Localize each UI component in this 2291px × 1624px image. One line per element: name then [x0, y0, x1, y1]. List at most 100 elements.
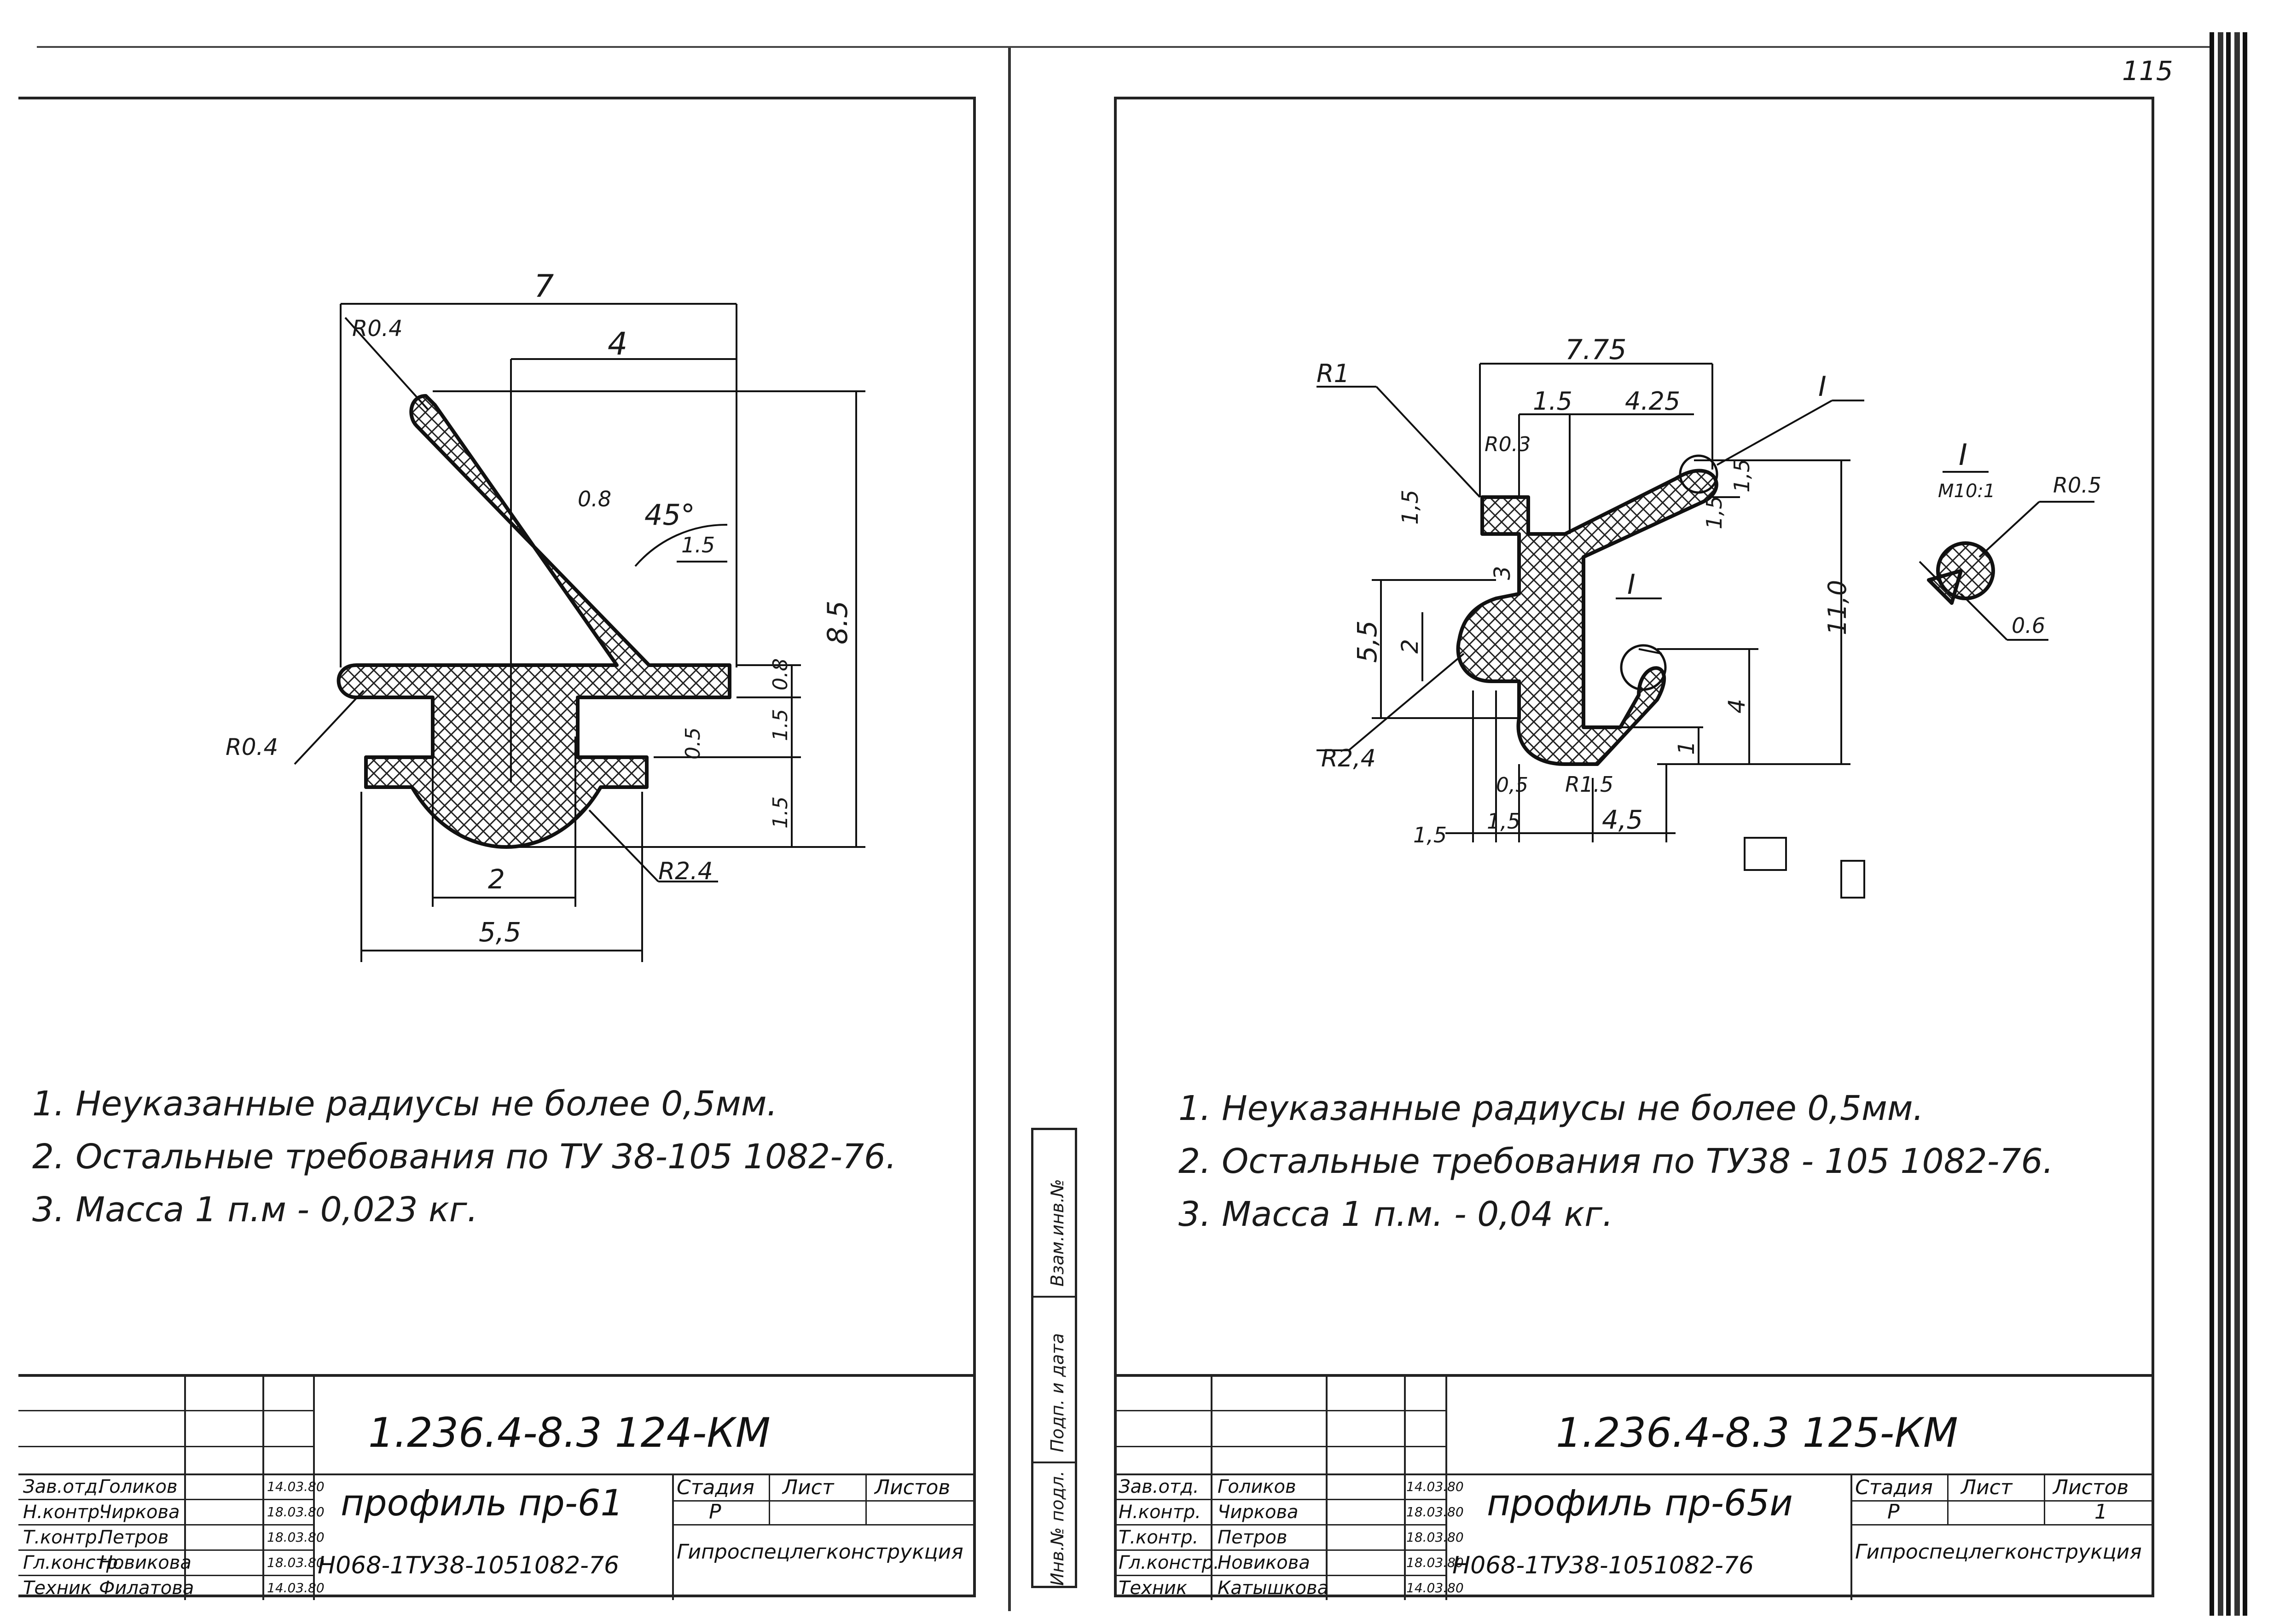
right-width-a: 1.5 — [1533, 387, 1572, 416]
left-spec: Н068-1ТУ38-1051082-76 — [318, 1552, 620, 1579]
left-gap: 0.5 — [681, 727, 705, 760]
left-h3: 1.5 — [769, 796, 792, 829]
left-sheet-header: Лист — [783, 1476, 834, 1499]
top-edge-line — [37, 46, 2210, 48]
left-profile-shape — [336, 394, 731, 849]
left-sheet-frame — [18, 97, 976, 1597]
left-role-4: Гл.констр. — [23, 1552, 124, 1573]
right-stage-value: Р — [1887, 1500, 1900, 1524]
right-left-2: 2 — [1397, 639, 1423, 654]
left-date-4: 18.03.80 — [267, 1555, 325, 1570]
right-date-4: 18.03.80 — [1406, 1555, 1464, 1570]
left-radius-bottom: R2.4 — [658, 858, 713, 885]
left-name-3: Петров — [99, 1527, 169, 1548]
left-profile-name: профиль пр-61 — [341, 1483, 624, 1524]
right-height-11: 11,0 — [1823, 580, 1852, 635]
right-radius-r24: R2,4 — [1321, 745, 1376, 772]
right-radius-r03: R0.3 — [1485, 433, 1531, 456]
side-stamp-sign: Подп. и дата — [1047, 1333, 1067, 1452]
left-thickness: 0.8 — [578, 487, 611, 511]
page-number: 115 — [2122, 55, 2173, 87]
right-role-3: Т.контр. — [1119, 1527, 1199, 1548]
right-sheets-value: 1 — [2094, 1500, 2107, 1524]
left-date-3: 18.03.80 — [267, 1530, 325, 1545]
right-bottom-45: 4,5 — [1602, 805, 1643, 835]
left-h2: 1.5 — [769, 709, 792, 741]
left-date-5: 14.03.80 — [267, 1580, 325, 1595]
left-offset: 1.5 — [681, 533, 715, 557]
right-name-3: Петров — [1218, 1527, 1288, 1548]
right-role-4: Гл.констр. — [1119, 1552, 1219, 1573]
side-stamp-replace: Взам.инв.№ — [1047, 1179, 1067, 1287]
left-name-4: Новикова — [99, 1552, 191, 1573]
right-detail-06: 0.6 — [2012, 613, 2045, 638]
left-note-1: 1. Неуказанные радиусы не более 0,5мм. — [32, 1084, 778, 1124]
left-h1: 0.8 — [769, 658, 792, 690]
left-doc-code: 1.236.4-8.3 124-КМ — [368, 1409, 771, 1456]
right-radius-r15: R1.5 — [1565, 772, 1613, 797]
left-radius-tip: R0.4 — [352, 316, 403, 342]
left-sheets-header: Листов — [875, 1476, 951, 1499]
left-date-1: 14.03.80 — [267, 1479, 325, 1494]
right-dim-1: 1 — [1674, 741, 1699, 755]
right-role-5: Техник — [1119, 1578, 1188, 1599]
left-profile-section — [336, 394, 731, 849]
right-left-55: 5,5 — [1351, 621, 1383, 663]
center-fold-line — [1008, 46, 1011, 1611]
right-left-15: 1,5 — [1398, 490, 1423, 525]
right-sheets-header: Листов — [2053, 1476, 2129, 1499]
right-width-total: 7.75 — [1565, 334, 1627, 366]
left-profile-dim-labels: 7 4 R0.4 0.8 45° 1.5 R0.4 8.5 0.8 1.5 1.… — [226, 268, 854, 948]
right-right-15a: 1,5 — [1729, 459, 1754, 493]
right-note-1: 1. Неуказанные радиусы не более 0,5мм. — [1178, 1089, 1924, 1128]
left-title-block: 1.236.4-8.3 124-КМ профиль пр-61 Н068-1Т… — [18, 1374, 976, 1600]
right-organization: Гипроспецлегконструкция — [1855, 1540, 2142, 1564]
left-profile-dimensions — [294, 303, 865, 962]
right-name-5: Катышкова — [1218, 1578, 1329, 1599]
left-organization: Гипроспецлегконструкция — [677, 1540, 963, 1564]
right-stage-header: Стадия — [1855, 1476, 1933, 1499]
right-width-b: 4.25 — [1625, 387, 1680, 416]
left-angle: 45° — [644, 498, 695, 532]
left-role-5: Техник — [23, 1578, 92, 1599]
right-name-2: Чиркова — [1218, 1502, 1299, 1523]
left-height-total: 8.5 — [822, 601, 854, 644]
right-note-2: 2. Остальные требования по ТУ38 - 105 10… — [1178, 1142, 2054, 1181]
right-name-4: Новикова — [1218, 1552, 1310, 1573]
left-note-2: 2. Остальные требования по ТУ 38-105 108… — [32, 1137, 897, 1177]
left-name-5: Филатова — [99, 1578, 194, 1599]
left-name-2: Чиркова — [99, 1502, 180, 1523]
right-radius-r1: R1 — [1317, 359, 1350, 388]
right-profile-dim-labels: 7.75 1.5 4.25 R1 R0.3 1,5 3 5,5 2 R2,4 1… — [1317, 334, 2101, 847]
left-stage-value: Р — [709, 1500, 721, 1524]
left-note-3: 3. Масса 1 п.м - 0,023 кг. — [32, 1190, 478, 1230]
right-gap-05: 0,5 — [1496, 773, 1528, 797]
side-stamp: Инв.№ подл. Подп. и дата Взам.инв.№ — [1031, 1128, 1077, 1588]
right-title-block: 1.236.4-8.3 125-КМ профиль пр-65и Н068-1… — [1114, 1374, 2154, 1600]
right-role-1: Зав.отд. — [1119, 1476, 1199, 1497]
left-role-2: Н.контр. — [23, 1502, 105, 1523]
right-date-5: 14.03.80 — [1406, 1580, 1464, 1595]
right-detail-mark-3: I — [1959, 438, 1967, 472]
right-right-15b: 1,5 — [1702, 496, 1727, 529]
right-date-1: 14.03.80 — [1406, 1479, 1464, 1494]
left-bottom-outer: 5,5 — [479, 916, 521, 948]
left-role-3: Т.контр. — [23, 1527, 103, 1548]
right-role-2: Н.контр. — [1119, 1502, 1201, 1523]
right-binding-edge — [2210, 32, 2251, 1616]
right-height-4: 4 — [1723, 699, 1750, 713]
right-detail-mark-1: I — [1818, 371, 1827, 403]
right-name-1: Голиков — [1218, 1476, 1296, 1497]
side-stamp-inv: Инв.№ подл. — [1047, 1470, 1067, 1586]
right-mid-3: 3 — [1490, 566, 1515, 580]
left-date-2: 18.03.80 — [267, 1504, 325, 1520]
right-doc-code: 1.236.4-8.3 125-КМ — [1556, 1409, 1958, 1456]
right-bottom-15b: 1,5 — [1487, 809, 1520, 834]
right-sheet-header: Лист — [1961, 1476, 2013, 1499]
right-radius-r05: R0.5 — [2053, 473, 2101, 498]
right-profile-name: профиль пр-65и — [1487, 1483, 1793, 1524]
left-radius-left: R0.4 — [226, 734, 278, 760]
right-bottom-15a: 1,5 — [1413, 823, 1447, 847]
right-detail-mark-2: I — [1627, 568, 1636, 601]
